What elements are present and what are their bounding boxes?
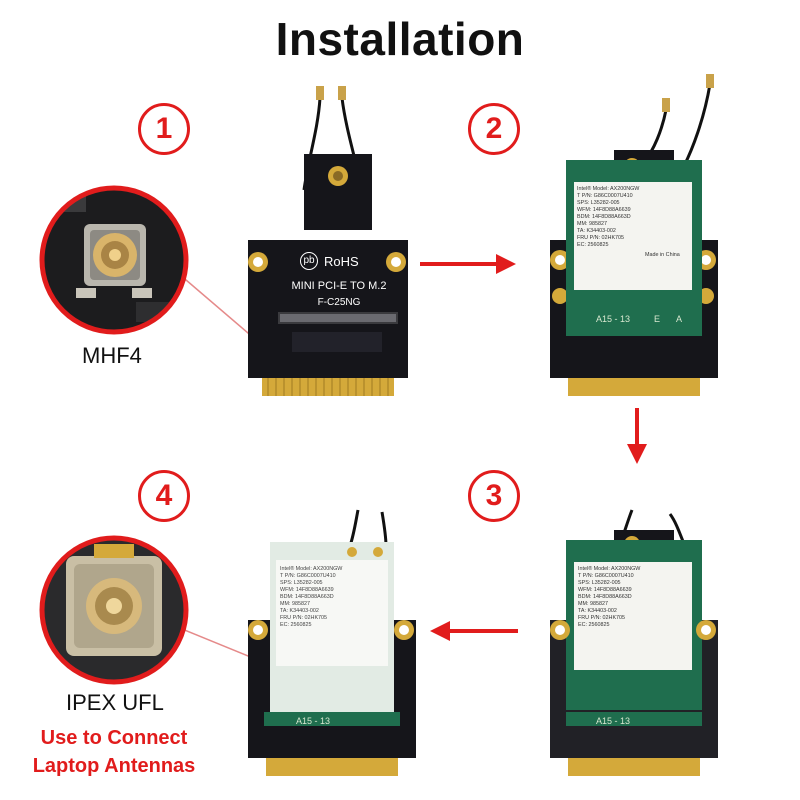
card-ec: EC: 2560825 — [578, 622, 610, 628]
antenna-cable-right — [682, 83, 712, 167]
slot-a: A — [676, 314, 683, 324]
adapter-board-step-3 — [550, 509, 718, 776]
card-ta: TA: K34403-002 — [280, 608, 319, 614]
card-wfm: WFM: 14F8D88A6639 — [578, 587, 632, 593]
card-tpn: T P/N: G86C0007U410 — [280, 573, 336, 579]
slot-label: A15 - 13 — [296, 716, 331, 726]
card-mm: MM: 985827 — [578, 601, 608, 607]
card-model: Intel® Model: AX200NGW — [280, 566, 343, 572]
ipex-label: IPEX UFL — [66, 690, 164, 715]
page-title: Installation — [275, 13, 525, 65]
wifi-card-label-step-2: Intel® Model: AX200NGW T P/N: G86C0007U4… — [577, 186, 693, 249]
antenna-note-line-1: Use to Connect — [40, 727, 188, 749]
antenna-note-line-2: Laptop Antennas — [32, 755, 196, 777]
ipex-zoom-circle — [39, 535, 189, 685]
slot-e: E — [654, 314, 661, 324]
mhf4-label: MHF4 — [82, 343, 142, 368]
card-fru: FRU P/N: 02HK705 — [280, 615, 328, 621]
wifi-card-label-step-4: Intel® Model: AX200NGW T P/N: G86C0007U4… — [280, 566, 390, 629]
card-bdm: BDM: 14F8D88A663D — [280, 594, 334, 600]
adapter-board-step-4 — [248, 509, 416, 776]
antenna-connector-left-icon — [316, 86, 324, 100]
card-ec: EC: 2560825 — [280, 622, 312, 628]
card-bdm: BDM: 14F8D88A663D — [578, 594, 632, 600]
card-wfm: WFM: 14F8D88A6639 — [280, 587, 334, 593]
card-ta: TA: K34403-002 — [578, 608, 617, 614]
rohs-label: RoHS — [324, 254, 359, 269]
arrow-left-icon — [430, 621, 518, 641]
antenna-connector-right-icon — [338, 86, 346, 100]
card-model: Intel® Model: AX200NGW — [577, 186, 640, 192]
step-3-badge: 3 — [468, 470, 520, 522]
step-2-badge: 2 — [468, 103, 520, 155]
card-model: Intel® Model: AX200NGW — [578, 566, 641, 572]
wifi-card-label-step-3: Intel® Model: AX200NGW T P/N: G86C0007U4… — [578, 566, 694, 629]
card-wfm: WFM: 14F8D88A6639 — [577, 207, 631, 213]
card-ta: TA: K34403-002 — [577, 228, 616, 234]
card-mm: MM: 985827 — [577, 221, 607, 227]
card-bdm: BDM: 14F8D88A663D — [577, 214, 631, 220]
adapter-part-label: F-C25NG — [317, 297, 361, 308]
card-sps: SPS: L35282-005 — [578, 580, 621, 586]
card-mm: MM: 985827 — [280, 601, 310, 607]
card-tpn: T P/N: G86C0007U410 — [577, 193, 633, 199]
card-ec: EC: 2560825 — [577, 242, 609, 248]
slot-label: A15 - 13 — [596, 716, 631, 726]
adapter-model-label: MINI PCI-E TO M.2 — [291, 280, 387, 292]
card-tpn: T P/N: G86C0007U410 — [578, 573, 634, 579]
slot-label: A15 - 13 — [596, 314, 631, 324]
arrow-right-icon — [420, 254, 516, 274]
step-1-badge: 1 — [138, 103, 190, 155]
card-sps: SPS: L35282-005 — [577, 200, 620, 206]
card-sps: SPS: L35282-005 — [280, 580, 323, 586]
mhf4-zoom-circle — [39, 185, 189, 335]
step-4-badge: 4 — [138, 470, 190, 522]
card-fru: FRU P/N: 02HK705 — [578, 615, 626, 621]
arrow-down-icon — [627, 408, 647, 464]
card-made-in: Made in China — [645, 252, 680, 258]
adapter-board-step-1 — [248, 86, 408, 396]
adapter-board-step-2 — [550, 74, 718, 396]
antenna-note: Use to Connect Laptop Antennas — [14, 724, 214, 780]
pb-logo: pb — [300, 252, 318, 270]
card-fru: FRU P/N: 02HK705 — [577, 235, 625, 241]
